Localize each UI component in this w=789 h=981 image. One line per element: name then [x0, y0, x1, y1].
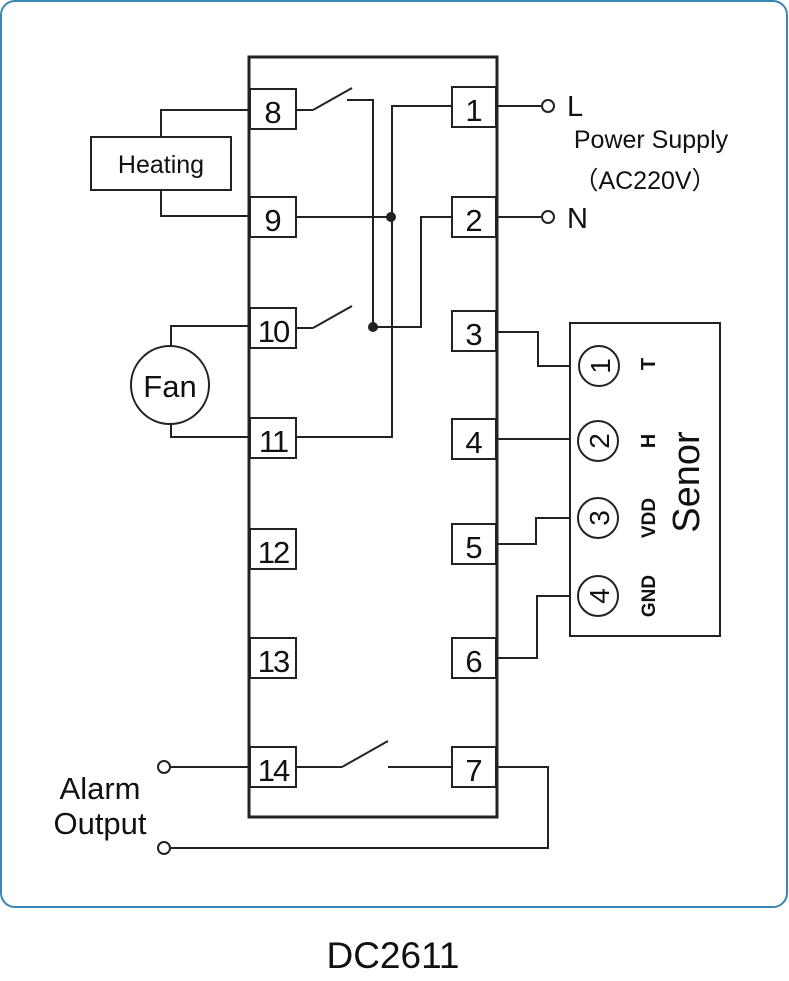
alarm-terminal-upper: [157, 760, 171, 774]
model-caption: DC2611: [326, 935, 459, 976]
terminal-11: 11: [249, 417, 297, 459]
terminal-12: 12: [249, 528, 297, 570]
sensor-pin-4-number: 4: [584, 588, 615, 604]
terminal-10-label: 10: [258, 314, 290, 349]
relay-8-contact: [312, 87, 353, 111]
terminal-5-label: 5: [465, 530, 482, 565]
terminal-l-circle: [541, 99, 555, 113]
sensor-pin-3-label: VDD: [639, 498, 660, 538]
power-neutral-label: N: [567, 203, 588, 235]
sensor-pin-4: 4 GND: [577, 575, 660, 617]
terminal-13-label: 13: [258, 644, 289, 679]
terminal-2-label: 2: [465, 203, 482, 238]
terminal-5: 5: [451, 523, 497, 565]
sensor-pin-2-number: 2: [584, 433, 615, 449]
terminal-12-label: 12: [258, 535, 289, 570]
terminal-11-label: 11: [259, 424, 288, 459]
heating-label: Heating: [118, 151, 204, 179]
diagram-frame: [0, 0, 788, 908]
alarm-label-line1: Alarm: [60, 771, 141, 806]
terminal-7-label: 7: [465, 753, 482, 788]
terminal-13: 13: [249, 637, 297, 679]
junction-dot-lower: [368, 322, 378, 332]
terminal-3-label: 3: [465, 317, 482, 352]
terminal-14: 14: [249, 746, 297, 788]
terminal-4: 4: [451, 418, 497, 460]
heating-load-box: [90, 136, 232, 191]
alarm-terminal-lower: [157, 841, 171, 855]
terminal-10: 10: [249, 307, 297, 349]
terminal-n-circle: [541, 210, 555, 224]
fan-wire-bottom: [170, 423, 250, 438]
wire-6-to-gnd: [496, 595, 578, 659]
sensor-title: Senor: [666, 431, 708, 533]
terminal-6: 6: [451, 637, 497, 679]
terminal-3: 3: [451, 310, 497, 352]
relay-10-contact: [312, 305, 353, 329]
sensor-pin-2: 2 H: [577, 420, 660, 462]
heating-wire-top: [160, 109, 250, 137]
sensor-pin-1: 1 T: [578, 345, 660, 387]
terminal-9: 9: [249, 196, 297, 238]
terminal-7: 7: [451, 746, 497, 788]
fan-wire-top: [170, 325, 250, 347]
sensor-pin-1-number: 1: [585, 358, 616, 374]
terminal-8-label: 8: [264, 95, 281, 130]
sensor-pin-3-number: 3: [584, 510, 615, 526]
sensor-pin-3: 3 VDD: [577, 497, 660, 539]
relay-8-common: [347, 99, 374, 327]
common-to-terminal-2: [373, 216, 452, 328]
terminal-1-label: 1: [465, 93, 482, 128]
terminal-8: 8: [249, 88, 297, 130]
power-live-label: L: [567, 91, 583, 123]
terminal-4-label: 4: [465, 425, 482, 460]
sensor-pin-2-label: H: [638, 434, 660, 448]
terminal-2: 2: [451, 196, 497, 238]
sensor-pin-4-label: GND: [639, 575, 660, 617]
power-supply-spec: （AC220V）: [573, 167, 716, 195]
fan-load-circle: [130, 345, 210, 425]
relay-14-contact: [341, 740, 389, 768]
live-bus: [296, 105, 452, 438]
heating-wire-bottom: [160, 190, 250, 217]
wire-3-to-t: [496, 331, 579, 367]
alarm-label-line2: Output: [53, 806, 146, 841]
sensor-pin-1-label: T: [638, 358, 660, 370]
power-supply-title: Power Supply: [574, 126, 729, 154]
fan-label: Fan: [143, 369, 196, 404]
alarm-wire-7: [170, 766, 549, 849]
terminal-9-label: 9: [264, 203, 281, 238]
terminal-14-label: 14: [258, 753, 290, 788]
terminal-1: 1: [451, 86, 497, 128]
junction-dot-upper: [386, 212, 396, 222]
terminal-6-label: 6: [465, 644, 482, 679]
wire-5-to-vdd: [496, 517, 578, 545]
